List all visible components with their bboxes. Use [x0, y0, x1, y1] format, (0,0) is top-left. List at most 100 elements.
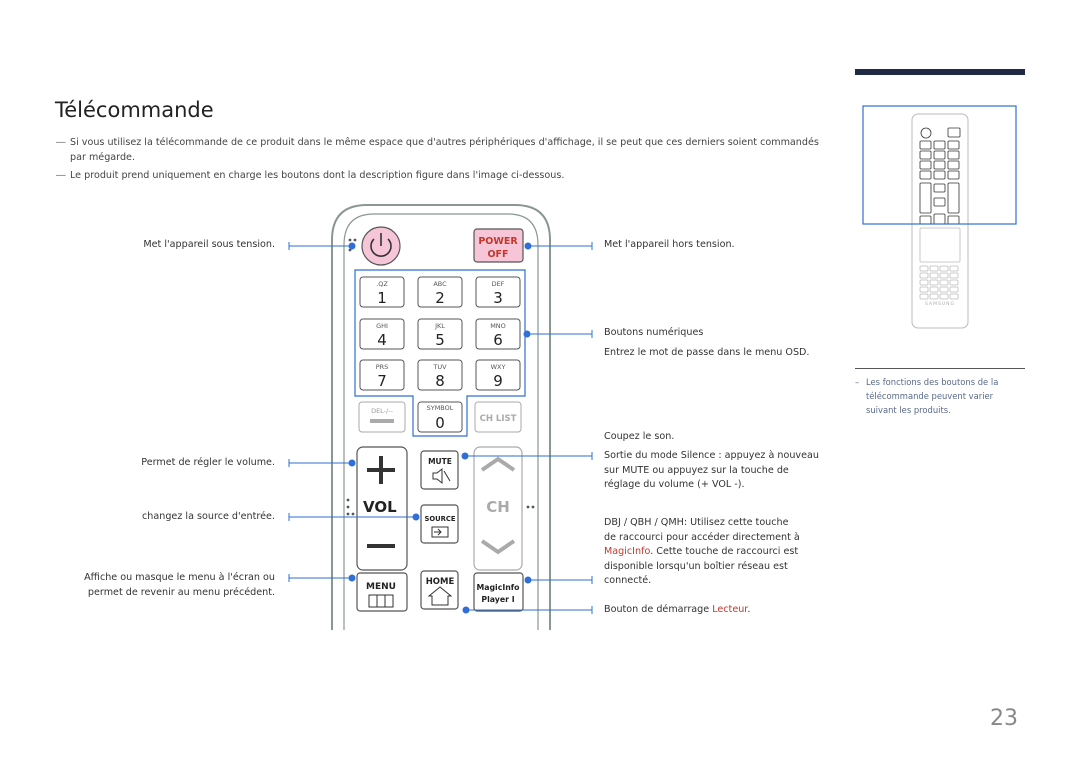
chlist-button[interactable]: CH LIST [474, 401, 522, 433]
magicinfo-player-button[interactable]: MagicInfo Player I [473, 572, 524, 612]
mini-key [933, 170, 946, 180]
mini-key [933, 160, 946, 170]
mini-key [929, 279, 939, 286]
home-icon [427, 586, 453, 606]
mini-key [929, 286, 939, 293]
del-label: DEL-/-- [371, 407, 394, 415]
mini-key [939, 265, 949, 272]
mini-key [919, 293, 929, 300]
key-letters: .QZ [376, 280, 388, 288]
mini-key [919, 140, 932, 150]
mini-remote-brand: SAMSUNG [925, 301, 955, 307]
mini-key [933, 150, 946, 160]
mini-key [929, 272, 939, 279]
ch-dots [526, 505, 535, 509]
mute-label: MUTE [428, 457, 452, 466]
label-power-off: Met l'appareil hors tension. [604, 239, 735, 250]
mini-key [947, 127, 961, 138]
label-numeric-desc: Entrez le mot de passe dans le menu OSD. [604, 347, 810, 358]
mute-button[interactable]: MUTE [420, 450, 459, 490]
power-off-top-label: POWER [478, 236, 518, 247]
label-source: changez la source d'entrée. [142, 511, 275, 522]
mini-key [919, 150, 932, 160]
channel-rocker[interactable]: CH [473, 446, 523, 571]
label-volume: Permet de régler le volume. [141, 457, 275, 468]
mini-key [919, 182, 932, 214]
key-letters: JKL [434, 322, 445, 330]
home-button[interactable]: HOME [420, 570, 459, 610]
mini-key [919, 170, 932, 180]
mini-key [933, 183, 946, 193]
key-digit: 9 [493, 372, 503, 390]
key-digit: 6 [493, 331, 503, 349]
key-digit: 4 [377, 331, 387, 349]
volume-rocker[interactable] [356, 446, 408, 571]
mini-key [949, 272, 959, 279]
label-magicinfo-desc: DBJ / QBH / QMH: Utilisez cette touche d… [604, 517, 800, 586]
mini-key [929, 265, 939, 272]
note-1: ― Si vous utilisez la télécommande de ce… [56, 137, 819, 163]
source-label: SOURCE [424, 515, 455, 523]
side-note: – Les fonctions des boutons de la téléco… [855, 377, 999, 415]
numeric-keys-highlight [354, 269, 526, 437]
header-accent-bar [855, 69, 1025, 75]
ch-label: CH [486, 498, 510, 516]
mini-key [947, 170, 960, 180]
menu-grid-icon [368, 594, 394, 608]
speaker-mute-icon [432, 467, 443, 485]
mini-key [933, 140, 946, 150]
mini-key [947, 140, 960, 150]
mini-key [919, 160, 932, 170]
power-on-button[interactable] [361, 226, 401, 266]
symbol-label: SYMBOL [427, 404, 454, 412]
mini-key [949, 265, 959, 272]
key-letters: GHI [376, 322, 388, 330]
power-indicator-dots [348, 238, 357, 252]
key-0-button[interactable]: SYMBOL 0 [417, 401, 463, 433]
mini-key [919, 227, 961, 263]
mini-key [919, 279, 929, 286]
note-2: ― Le produit prend uniquement en charge … [56, 170, 565, 181]
source-button[interactable]: SOURCE [420, 504, 459, 544]
ch-down-icon [480, 539, 516, 555]
key-0-digit: 0 [435, 414, 445, 432]
input-source-icon [431, 526, 449, 538]
vol-dots [346, 498, 355, 516]
mini-remote-highlight-frame [862, 105, 1017, 225]
ch-up-icon [480, 456, 516, 472]
power-off-button[interactable]: POWER OFF [473, 228, 524, 263]
mini-key [919, 272, 929, 279]
mini-key [949, 286, 959, 293]
remote-body-outline [331, 204, 551, 630]
side-note-rule [855, 368, 1025, 369]
key-letters: DEF [492, 280, 505, 288]
mini-key [949, 293, 959, 300]
page-number: 23 [990, 706, 1018, 731]
menu-button[interactable]: MENU [356, 572, 408, 612]
key-1-button[interactable]: .QZ1 [359, 276, 405, 308]
mini-key [939, 286, 949, 293]
del-button[interactable]: DEL-/-- [358, 401, 406, 433]
page-title: Télécommande [55, 98, 214, 122]
mini-key [947, 150, 960, 160]
mini-key [939, 279, 949, 286]
magicinfo-label: MagicInfo [476, 583, 520, 592]
label-menu: Affiche ou masque le menu à l'écran ou p… [84, 572, 275, 598]
key-digit: 5 [435, 331, 445, 349]
home-label: HOME [426, 577, 455, 587]
key-letters: TUV [432, 363, 447, 371]
mini-key [919, 265, 929, 272]
player-label: Player I [481, 595, 514, 604]
mini-power-key [920, 127, 932, 139]
mini-key [929, 293, 939, 300]
label-power-on: Met l'appareil sous tension. [143, 239, 275, 250]
